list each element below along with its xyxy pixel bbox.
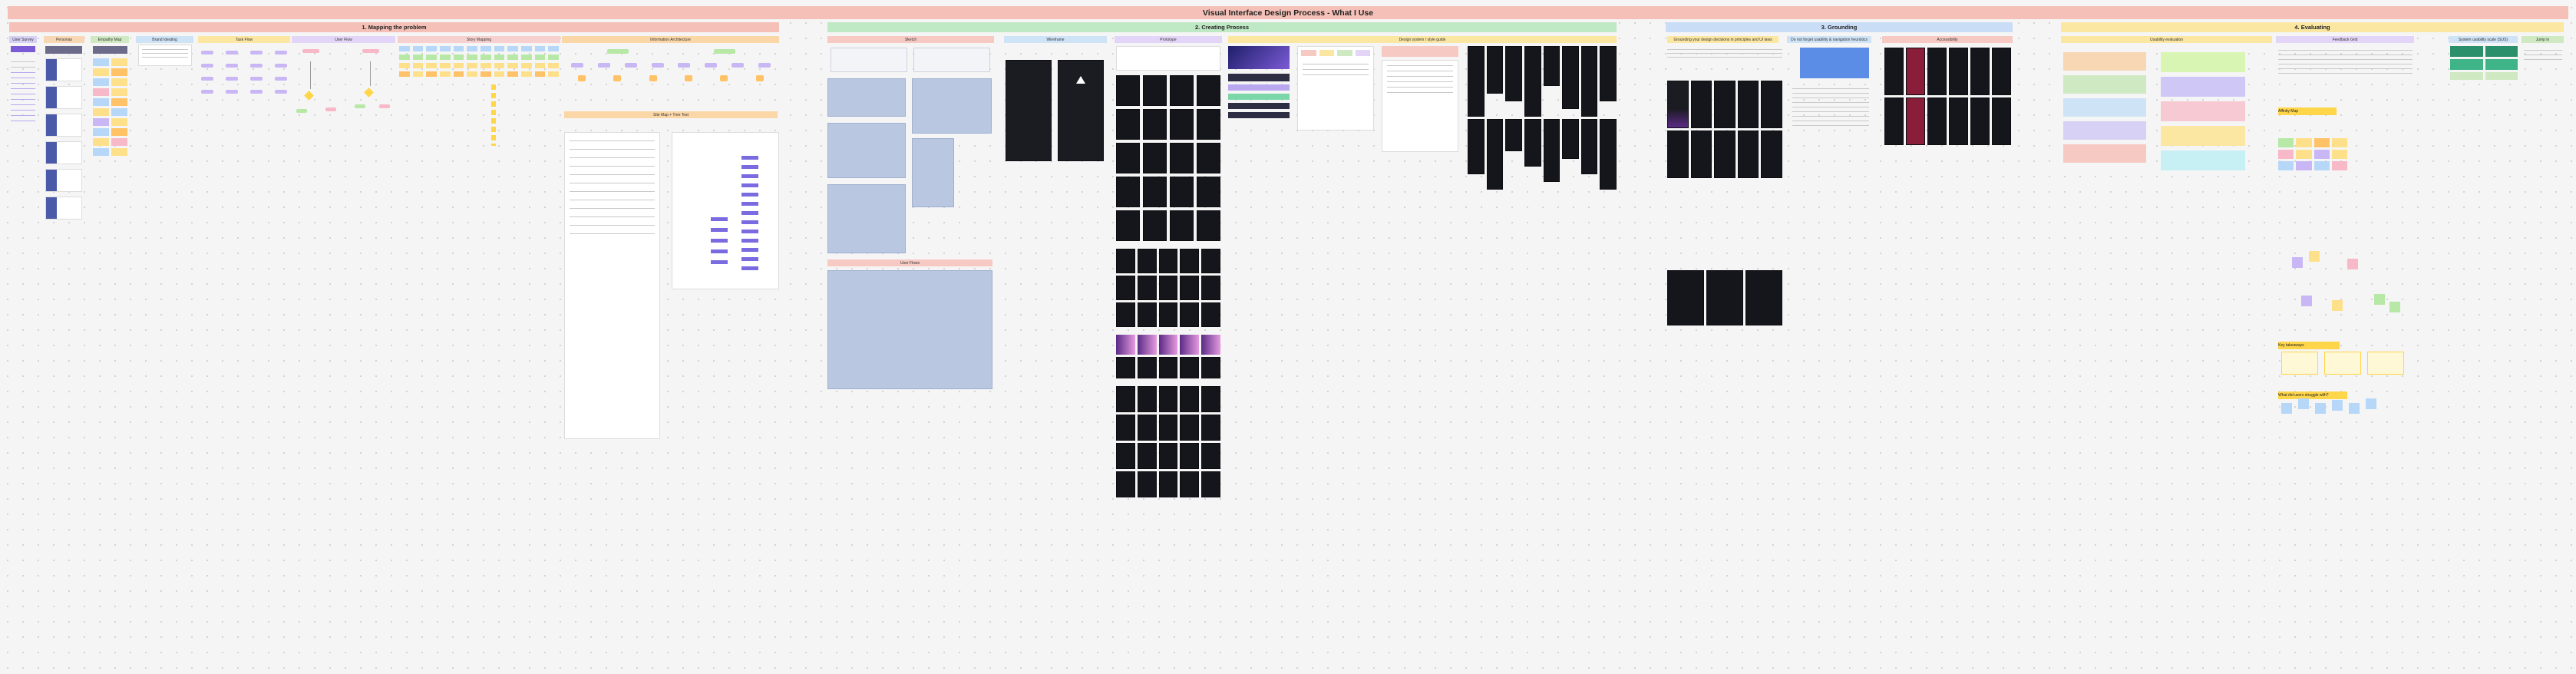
ia-sitemap-header[interactable]: Site Map + Tree Test xyxy=(564,111,778,118)
col-sketch[interactable]: Sketch xyxy=(827,36,994,43)
story-map[interactable] xyxy=(399,46,559,146)
col-heuristics[interactable]: Do not forget usability & navigation heu… xyxy=(1787,36,1871,43)
wireframe-screen-1[interactable] xyxy=(1006,60,1052,161)
col-usability-evaluation[interactable]: Usability evaluation xyxy=(2061,36,2272,43)
feedback-affinity-label: Affinity Map xyxy=(2278,107,2337,115)
design-system-palette[interactable] xyxy=(1228,46,1290,138)
wireframe-screen-2[interactable] xyxy=(1058,60,1104,161)
heuristics-notes[interactable] xyxy=(1792,84,1869,207)
usability-cards-right[interactable] xyxy=(2161,52,2245,170)
jump-in-notes[interactable] xyxy=(2524,46,2562,100)
user-flow-diagram[interactable] xyxy=(295,46,393,123)
sus-results[interactable] xyxy=(2450,46,2518,100)
ia-top-tree[interactable] xyxy=(564,46,778,100)
personas-header-block xyxy=(45,46,82,54)
feedback-struggle-label: What did users struggle with? xyxy=(2278,392,2347,399)
ia-tree-test-table[interactable] xyxy=(564,132,660,439)
board-title: Visual Interface Design Process - What I… xyxy=(8,6,2568,19)
sketch-userflow-photo[interactable] xyxy=(827,270,992,389)
feedback-struggle-stickies[interactable] xyxy=(2281,398,2408,426)
col-design-system[interactable]: Design system / style guide xyxy=(1228,36,1617,43)
ia-tree-result-grid[interactable] xyxy=(672,132,779,289)
col-personas[interactable]: Personas xyxy=(44,36,84,43)
task-flow-diagram[interactable] xyxy=(201,46,287,107)
feedback-takeaway-cards[interactable] xyxy=(2281,352,2404,375)
col-brand-ideating[interactable]: Brand Ideating xyxy=(136,36,193,43)
sketch-photo-4[interactable] xyxy=(912,138,954,207)
heuristics-icon-grid[interactable] xyxy=(1800,48,1869,78)
design-system-components[interactable] xyxy=(1297,46,1374,131)
feedback-clusters[interactable] xyxy=(2278,242,2409,319)
sketch-card-2[interactable] xyxy=(913,48,990,72)
col-jump-in[interactable]: Jump in xyxy=(2522,36,2564,43)
sketch-card-1[interactable] xyxy=(831,48,907,72)
prototype-screens[interactable] xyxy=(1116,46,1220,653)
sketch-photo-1[interactable] xyxy=(827,78,906,117)
sketch-photo-3[interactable] xyxy=(827,123,906,178)
design-system-notes[interactable] xyxy=(1382,60,1458,152)
col-story-mapping[interactable]: Story Mapping xyxy=(398,36,560,43)
survey-header-block xyxy=(11,46,35,52)
survey-list xyxy=(11,57,35,149)
empathy-header-block xyxy=(93,46,127,54)
empathy-stickies xyxy=(93,58,127,250)
section-grounding-header[interactable]: 3. Grounding xyxy=(1666,22,2013,32)
col-accessibility[interactable]: Accessibility xyxy=(1882,36,2013,43)
design-system-notes-tag xyxy=(1382,46,1458,57)
sketch-userflows-header[interactable]: User Flows xyxy=(827,259,992,266)
col-user-survey[interactable]: User Survey xyxy=(9,36,37,43)
feedback-grid-notes[interactable] xyxy=(2278,46,2413,100)
design-system-screens[interactable] xyxy=(1468,46,1617,253)
col-task-flow[interactable]: Task Flow xyxy=(198,36,290,43)
brand-ideating-board[interactable] xyxy=(138,45,192,66)
col-feedback-grid[interactable]: Feedback Grid xyxy=(2276,36,2414,43)
sketch-photo-5[interactable] xyxy=(827,184,906,253)
accessibility-screens[interactable] xyxy=(1884,48,2011,232)
section-creating-header[interactable]: 2. Creating Process xyxy=(827,22,1617,32)
sketch-photo-2[interactable] xyxy=(912,78,992,134)
col-empathy-map[interactable]: Empathy Map xyxy=(91,36,129,43)
section-evaluating-header[interactable]: 4. Evaluating xyxy=(2061,22,2564,32)
col-ui-laws[interactable]: Grounding your design decisions in princ… xyxy=(1667,36,1778,43)
col-prototype[interactable]: Prototype xyxy=(1115,36,1222,43)
section-mapping-header[interactable]: 1. Mapping the problem xyxy=(9,22,779,32)
col-wireframe[interactable]: Wireframe xyxy=(1004,36,1107,43)
col-user-flow[interactable]: User Flow xyxy=(292,36,395,43)
feedback-affinity-stickies[interactable] xyxy=(2278,138,2347,223)
feedback-takeaways-label: Key takeaways xyxy=(2278,342,2340,349)
col-information-architecture[interactable]: Information Architecture xyxy=(562,36,779,43)
ui-laws-notes[interactable] xyxy=(1667,46,1782,660)
personas-list xyxy=(45,58,82,243)
usability-cards-left[interactable] xyxy=(2063,52,2146,167)
col-sus[interactable]: System usability scale (SUS) xyxy=(2449,36,2518,43)
